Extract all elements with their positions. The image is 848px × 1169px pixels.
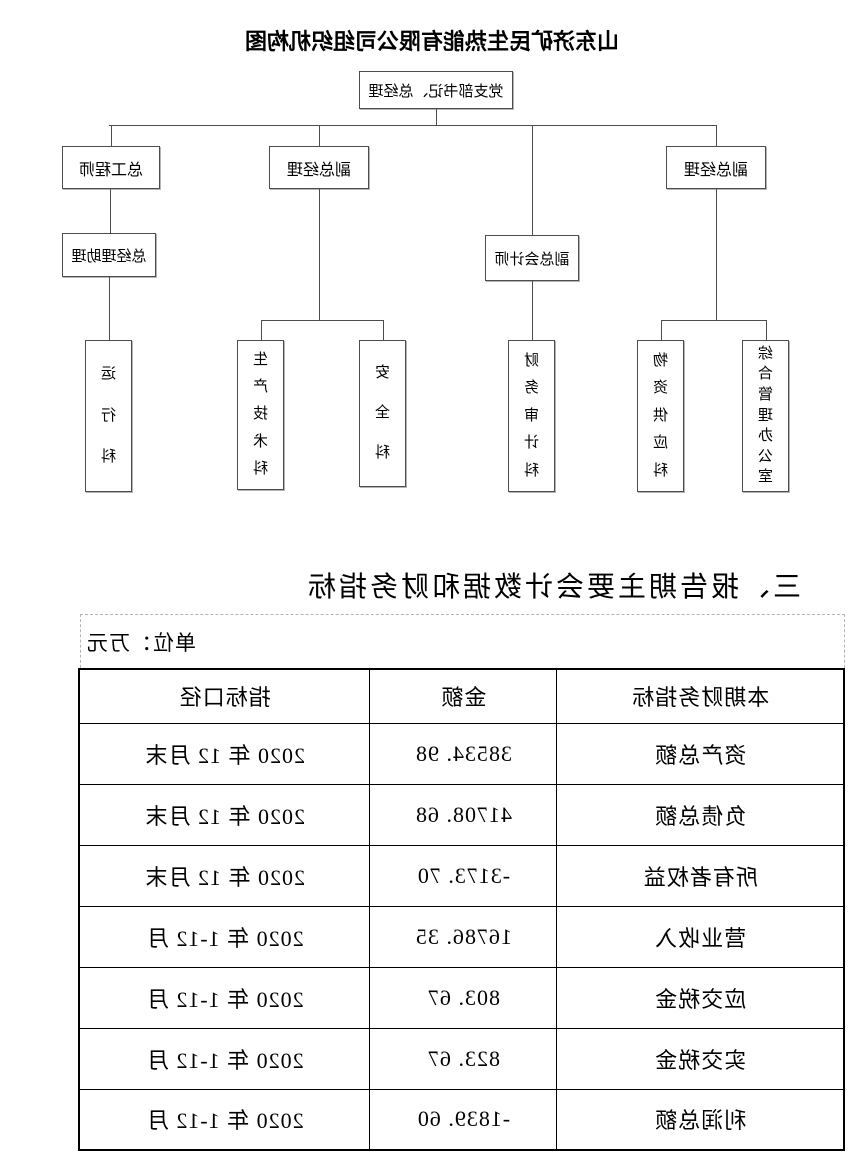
indicator-cell: 应交税金 [557, 967, 844, 1028]
period-cell: 2020 年 1-12 月 [79, 1089, 370, 1150]
period-cell: 2020 年 1-12 月 [79, 1028, 370, 1089]
org-box-gm-assistant: 总经理助理 [62, 233, 156, 277]
org-box-dept-finance-audit: 财务审计科 [508, 340, 555, 492]
org-box-gm-assistant-label: 总经理助理 [71, 248, 147, 265]
amount-cell: 41708. 68 [370, 784, 557, 845]
period-cell: 2020 年 12 月末 [79, 723, 370, 784]
indicator-cell: 所有者权益 [557, 845, 844, 906]
org-connector [319, 125, 320, 146]
org-box-deputy-chief-accountant: 副总会计师 [485, 235, 579, 281]
table-row: 营业收入 16786. 35 2020 年 1-12 月 [79, 906, 844, 967]
indicator-cell: 资产总额 [557, 723, 844, 784]
org-box-dept-material-supply: 物资供应科 [637, 340, 684, 492]
org-box-deputy-gm-1-label: 副总经理 [684, 161, 749, 179]
org-connector [766, 320, 767, 340]
org-connector [110, 187, 111, 233]
org-connector [111, 125, 112, 146]
table-row: 资产总额 38534. 98 2020 年 12 月末 [79, 723, 844, 784]
org-box-deputy-chief-accountant-label: 副总会计师 [494, 251, 570, 268]
org-connector [716, 187, 717, 320]
col-header-indicator: 本期财务指标 [557, 669, 844, 723]
indicator-cell: 营业收入 [557, 906, 844, 967]
table-row: 所有者权益 -3173. 70 2020 年 12 月末 [79, 845, 844, 906]
org-connector [319, 187, 320, 320]
org-connector [261, 320, 262, 340]
unit-label: 单位：万元 [86, 630, 196, 655]
period-cell: 2020 年 12 月末 [79, 845, 370, 906]
amount-cell: -3173. 70 [370, 845, 557, 906]
org-box-dept-production-tech: 生产技术科 [237, 340, 284, 490]
col-header-period: 指标口径 [79, 669, 370, 723]
org-box-chief-engineer: 总工程师 [62, 146, 160, 189]
amount-cell: 823. 67 [370, 1028, 557, 1089]
org-connector [109, 275, 110, 340]
indicator-cell: 利润总额 [557, 1089, 844, 1150]
unit-label-row: 单位：万元 [80, 614, 845, 668]
org-box-deputy-gm-2: 副总经理 [269, 146, 369, 189]
org-box-dept-safety: 安全科 [359, 340, 406, 487]
org-connector [532, 279, 533, 340]
org-connector [532, 125, 533, 235]
amount-cell: 803. 67 [370, 967, 557, 1028]
indicator-cell: 实交税金 [557, 1028, 844, 1089]
table-row: 利润总额 -1839. 60 2020 年 1-12 月 [79, 1089, 844, 1150]
org-connector [661, 320, 662, 340]
indicator-cell: 负债总额 [557, 784, 844, 845]
table-row: 负债总额 41708. 68 2020 年 12 月末 [79, 784, 844, 845]
table-row: 应交税金 803. 67 2020 年 1-12 月 [79, 967, 844, 1028]
org-connector [716, 125, 717, 146]
org-box-deputy-gm-2-label: 副总经理 [287, 161, 352, 179]
org-connector [109, 125, 717, 126]
table-header-row: 本期财务指标 金额 指标口径 [79, 669, 844, 723]
org-connector [436, 107, 437, 125]
org-chart: 党支部书记、总经理 副总经理 副总会计师 副总经理 总工程师 总经理助理 综合管… [0, 0, 848, 540]
period-cell: 2020 年 12 月末 [79, 784, 370, 845]
org-connector [262, 320, 384, 321]
period-cell: 2020 年 1-12 月 [79, 906, 370, 967]
org-box-dept-general-office: 综合管理办公室 [742, 340, 789, 492]
org-connector [662, 320, 767, 321]
col-header-amount: 金额 [370, 669, 557, 723]
org-box-root: 党支部书记、总经理 [359, 71, 513, 109]
section-heading: 三、报告期主要会计数据和财务指标 [304, 572, 801, 603]
org-box-chief-engineer-label: 总工程师 [79, 161, 144, 179]
org-box-dept-operation: 运行科 [85, 340, 132, 492]
financial-table: 本期财务指标 金额 指标口径 资产总额 38534. 98 2020 年 12 … [78, 668, 845, 1151]
org-box-deputy-gm-1: 副总经理 [666, 146, 766, 189]
amount-cell: 16786. 35 [370, 906, 557, 967]
table-row: 实交税金 823. 67 2020 年 1-12 月 [79, 1028, 844, 1089]
org-box-root-label: 党支部书记、总经理 [368, 83, 504, 100]
org-connector [383, 320, 384, 340]
amount-cell: -1839. 60 [370, 1089, 557, 1150]
period-cell: 2020 年 1-12 月 [79, 967, 370, 1028]
amount-cell: 38534. 98 [370, 723, 557, 784]
